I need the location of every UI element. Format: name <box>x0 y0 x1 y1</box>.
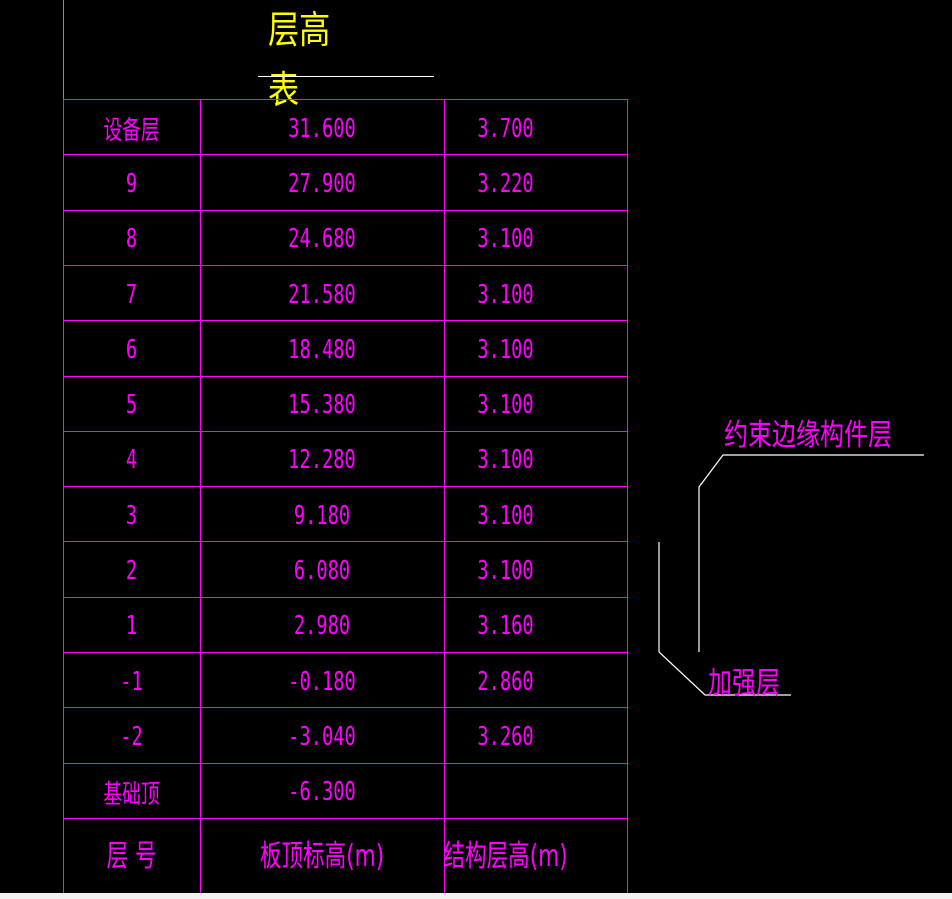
table-row-line <box>63 265 627 266</box>
table-cell-floor: -1 <box>120 666 143 697</box>
table-cell-height: 3.100 <box>477 500 534 531</box>
table-row-line <box>63 99 627 100</box>
table-cell-height: 3.100 <box>477 445 534 476</box>
table-row-line <box>63 376 627 377</box>
table-cell-elevation: 12.280 <box>288 445 356 476</box>
table-cell-floor: 6 <box>125 334 138 365</box>
table-row-line <box>63 652 627 653</box>
table-row-line <box>63 154 627 155</box>
table-cell-elevation: 21.580 <box>288 279 356 310</box>
header-cell-elevation: 板顶标高(m) <box>259 838 385 874</box>
table-cell-floor: 设备层 <box>103 116 160 147</box>
table-cell-height: 3.100 <box>477 556 534 587</box>
table-row-line <box>63 541 627 542</box>
table-row-line <box>63 486 627 487</box>
table-cell-elevation: 15.380 <box>288 390 356 421</box>
table-cell-elevation: 9.180 <box>293 500 351 531</box>
table-cell-height: 3.700 <box>477 113 534 144</box>
table-cell-floor: 8 <box>125 224 138 255</box>
table-cell-height: 3.260 <box>477 721 534 752</box>
bottom-strip <box>0 893 952 899</box>
table-cell-height: 2.860 <box>477 666 534 697</box>
table-row-line <box>63 320 627 321</box>
table-cell-height: 3.100 <box>477 334 534 365</box>
table-row-line <box>63 763 627 764</box>
table-cell-elevation: -0.180 <box>288 666 356 697</box>
strengthening-label: 加强层 <box>708 666 780 701</box>
table-column-line <box>627 99 628 893</box>
table-row-line <box>63 210 627 211</box>
table-cell-height: 3.100 <box>477 390 534 421</box>
title-underline <box>258 76 434 77</box>
table-cell-elevation: 27.900 <box>288 168 356 199</box>
table-cell-floor: 1 <box>125 611 138 642</box>
table-cell-elevation: 31.600 <box>288 113 356 144</box>
table-row-line <box>63 431 627 432</box>
constraint-edge-label: 约束边缘构件层 <box>724 418 892 453</box>
table-cell-floor: 5 <box>125 390 138 421</box>
table-title: 层高表 <box>268 8 331 112</box>
table-cell-elevation: -6.300 <box>288 777 356 808</box>
table-cell-floor: 2 <box>125 556 138 587</box>
table-cell-floor: -2 <box>120 721 143 752</box>
table-cell-floor: 9 <box>125 168 138 199</box>
table-cell-elevation: -3.040 <box>288 721 356 752</box>
table-row-line <box>63 597 627 598</box>
table-row-line <box>63 818 627 819</box>
table-column-line <box>63 99 64 893</box>
strengthening-leader <box>658 542 791 696</box>
header-cell-floor: 层 号 <box>106 838 157 874</box>
table-cell-elevation: 2.980 <box>293 611 351 642</box>
table-column-line <box>200 99 201 893</box>
constraint-edge-leader <box>698 454 924 652</box>
table-cell-height: 3.160 <box>477 611 534 642</box>
axis-line <box>63 0 64 100</box>
table-cell-height: 3.220 <box>477 168 534 199</box>
table-cell-floor: 基础顶 <box>103 779 160 810</box>
table-cell-elevation: 6.080 <box>293 556 351 587</box>
table-column-line <box>444 99 445 893</box>
table-cell-height: 3.100 <box>477 279 534 310</box>
header-cell-height: 结构层高(m) <box>443 838 568 874</box>
table-cell-floor: 4 <box>125 445 138 476</box>
table-cell-height: 3.100 <box>477 224 534 255</box>
table-cell-floor: 3 <box>125 500 138 531</box>
table-cell-elevation: 18.480 <box>288 334 356 365</box>
table-row-line <box>63 707 627 708</box>
table-cell-elevation: 24.680 <box>288 224 356 255</box>
table-cell-floor: 7 <box>125 279 138 310</box>
